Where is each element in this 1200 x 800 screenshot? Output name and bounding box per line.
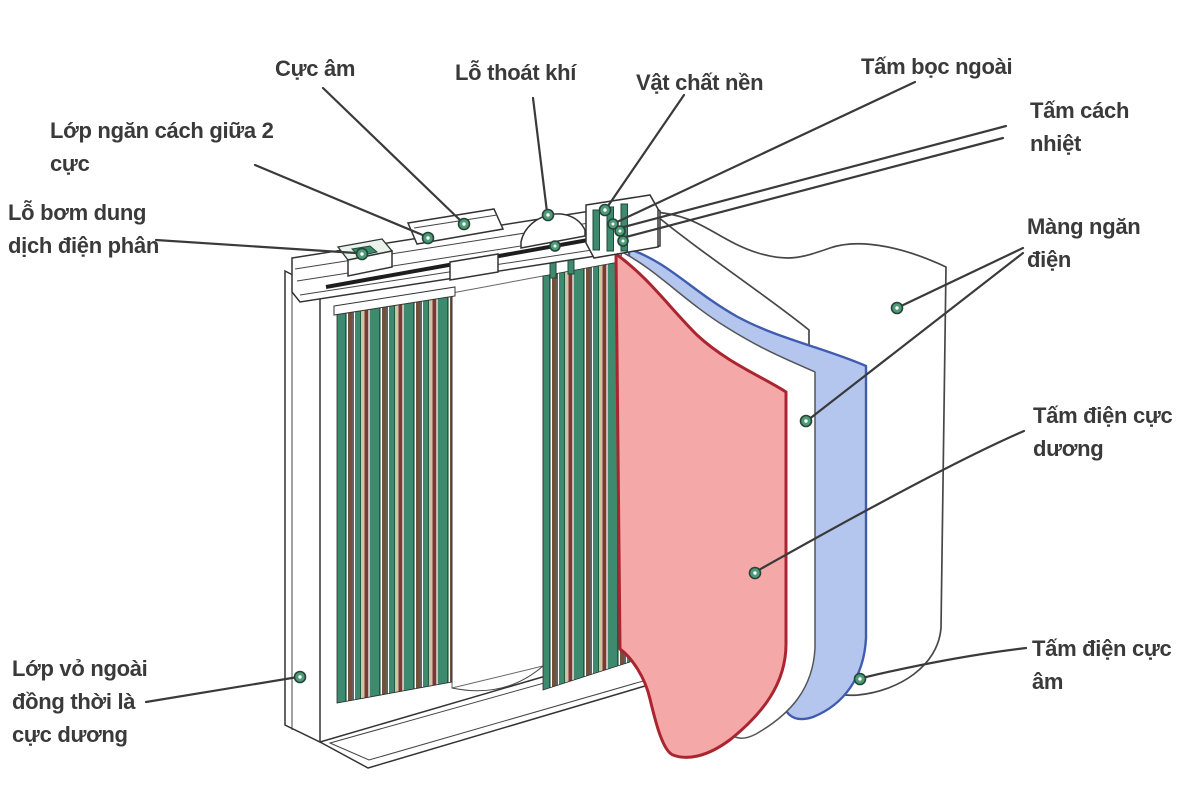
anchor-membrane-2 (799, 414, 813, 428)
anchor-substrate (598, 203, 612, 217)
label-line: cực (50, 151, 90, 176)
label-lop-vo-ngoai: Lớp vỏ ngoài đồng thời là cực dương (12, 652, 148, 751)
leader-tam-dien-cuc-am (860, 646, 1028, 680)
leader-tam-dien-cuc-duong (755, 429, 1026, 573)
label-line: cực dương (12, 722, 128, 747)
label-lo-thoat-khi: Lỗ thoát khí (455, 56, 576, 89)
anchor-outer-case (293, 670, 307, 684)
inner-separator-sheet (451, 275, 544, 692)
anchor-vent-hole (541, 208, 555, 222)
label-line: Tấm cách (1030, 98, 1130, 123)
label-line: Vật chất nền (636, 70, 764, 95)
label-line: Tấm bọc ngoài (861, 54, 1013, 79)
anchor-heat-shield-2 (617, 235, 629, 247)
leader-lo-bom (154, 238, 358, 255)
anchor-tab-extra (549, 240, 561, 252)
leader-lines (144, 80, 1028, 704)
anchor-negative-terminal (457, 217, 471, 231)
label-tam-cach-nhiet: Tấm cách nhiệt (1030, 94, 1129, 160)
leader-tam-boc-ngoai (615, 80, 917, 224)
label-line: dương (1033, 436, 1104, 461)
leader-lop-vo-ngoai (144, 675, 300, 704)
label-line: Lớp vỏ ngoài (12, 656, 148, 681)
anchor-dots (293, 203, 904, 686)
leader-lop-ngan-cach (253, 163, 427, 238)
leader-tam-cach-nhiet-2 (620, 136, 1005, 240)
label-line: dịch điện phân (8, 233, 160, 258)
leader-tam-cach-nhiet-1 (618, 124, 1008, 230)
label-line: Lỗ thoát khí (455, 60, 577, 85)
label-line: Màng ngăn (1027, 214, 1141, 239)
label-line: âm (1032, 669, 1064, 694)
anchor-membrane-1 (890, 301, 904, 315)
label-line: nhiệt (1030, 131, 1082, 156)
anchor-heat-shield-1 (614, 225, 626, 237)
label-line: Tấm điện cực (1033, 403, 1173, 428)
label-line: Lỗ bơm dung (8, 200, 147, 225)
anchor-separator-layer (421, 231, 435, 245)
label-vat-chat-nen: Vật chất nền (636, 66, 764, 99)
label-tam-dien-cuc-duong: Tấm điện cực dương (1033, 399, 1173, 465)
leader-vat-chat-nen (606, 93, 686, 208)
label-line: Tấm điện cực (1032, 636, 1172, 661)
electrode-stack-left (333, 286, 456, 704)
leader-lo-thoat-khi (531, 96, 549, 214)
anchor-negative-sheet (853, 672, 867, 686)
outer-wrap-sheet (651, 211, 947, 697)
label-line: Lớp ngăn cách giữa 2 (50, 118, 274, 143)
positive-electrode-sheet (614, 252, 788, 759)
leader-mang-ngan-dien-1 (897, 246, 1025, 309)
label-mang-ngan-dien: Màng ngăn điện (1027, 210, 1141, 276)
leader-cuc-am (321, 86, 464, 224)
label-lo-bom: Lỗ bơm dung dịch điện phân (8, 196, 159, 262)
leader-mang-ngan-dien-2 (806, 251, 1025, 422)
label-line: điện (1027, 247, 1072, 272)
label-tam-dien-cuc-am: Tấm điện cực âm (1032, 632, 1172, 698)
anchor-outer-wrap (607, 218, 619, 230)
lid-connector (449, 253, 499, 281)
vent-dome (520, 213, 586, 249)
label-line: Cực âm (275, 56, 356, 81)
label-line: đồng thời là (12, 689, 136, 714)
label-lop-ngan-cach: Lớp ngăn cách giữa 2 cực (50, 114, 274, 180)
electrode-stack-right (542, 249, 631, 691)
label-cuc-am: Cực âm (275, 52, 355, 85)
anchor-positive-sheet (748, 566, 762, 580)
anchor-fill-hole (355, 247, 369, 261)
label-tam-boc-ngoai: Tấm bọc ngoài (861, 50, 1013, 83)
